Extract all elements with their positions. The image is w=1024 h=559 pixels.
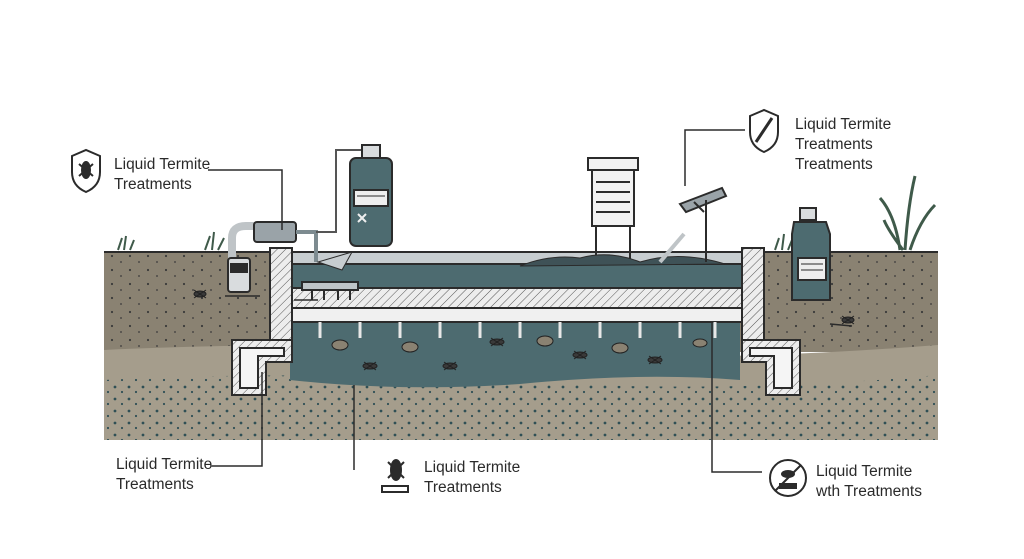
spray-cone [316,251,354,271]
label-top-left: Liquid Termite Treatments [114,155,210,195]
grass [117,175,937,251]
label-bottom-center-line2: Treatments [424,479,502,496]
pump-assembly [227,149,364,300]
tall-bottle-hose [316,149,364,233]
pump-body [253,221,297,243]
label-top-left-line2: Treatments [114,176,192,193]
label-bottom-right: Liquid Termite wth Treatments [816,462,922,502]
label-top-right-line3: Treatments [795,156,873,173]
foundation [231,247,801,396]
label-bottom-left: Liquid Termite Treatments [116,455,212,495]
termite-icon [193,289,207,299]
slab-surface [291,263,743,289]
label-bottom-right-line1: Liquid Termite [816,463,913,480]
termite-icon [647,355,663,365]
pipe-elbow [228,222,256,260]
left-footing-inner [239,347,285,389]
termite-callout-icon [381,459,409,493]
rock [692,338,708,348]
leader-bottom-right [711,322,762,473]
chemical-bottle-icon [349,144,393,247]
termite-icon [362,361,378,371]
shield-termite-icon [71,148,101,194]
no-termite-icon [769,459,807,497]
injection-rods [318,322,717,338]
bait-station-icon [587,157,639,264]
rock [331,339,349,351]
concrete-slab [291,251,743,323]
termite-icon [442,361,458,371]
label-bottom-right-line2: wth Treatments [816,483,922,500]
chemical-jug-icon [791,207,831,301]
gravel-layer [104,375,938,440]
left-wall [269,247,293,341]
rock [401,341,419,353]
right-wall [741,247,765,341]
label-top-right-line1: Liquid Termite [795,116,892,133]
leader-bottom-left [210,372,263,467]
sprayer-wand-icon [658,186,728,264]
plant [878,175,937,251]
label-bottom-left-line1: Liquid Termite [116,456,213,473]
label-bottom-left-line2: Treatments [116,476,194,493]
termites-and-rocks [193,289,855,371]
slab-bottom [291,307,743,323]
label-top-right-line2: Treatments [795,136,873,153]
leader-top-right [684,129,745,186]
leader-top-left [208,169,283,230]
rock [536,335,554,347]
treated-zone [290,322,740,388]
termite-icon [841,315,855,325]
callout-lines [208,129,853,473]
termite-icon [572,350,588,360]
label-bottom-center: Liquid Termite Treatments [424,458,520,498]
label-bottom-center-line1: Liquid Termite [424,459,521,476]
label-top-left-line1: Liquid Termite [114,156,211,173]
rock [611,342,629,354]
termite-icon [489,337,505,347]
shield-sprayer-icon [749,108,779,154]
label-top-right: Liquid Termite Treatments Treatments [795,115,891,175]
soil-mound [519,254,726,267]
injector-plate [301,281,359,291]
slab-hatched [291,287,743,309]
right-footing-inner [749,347,793,389]
